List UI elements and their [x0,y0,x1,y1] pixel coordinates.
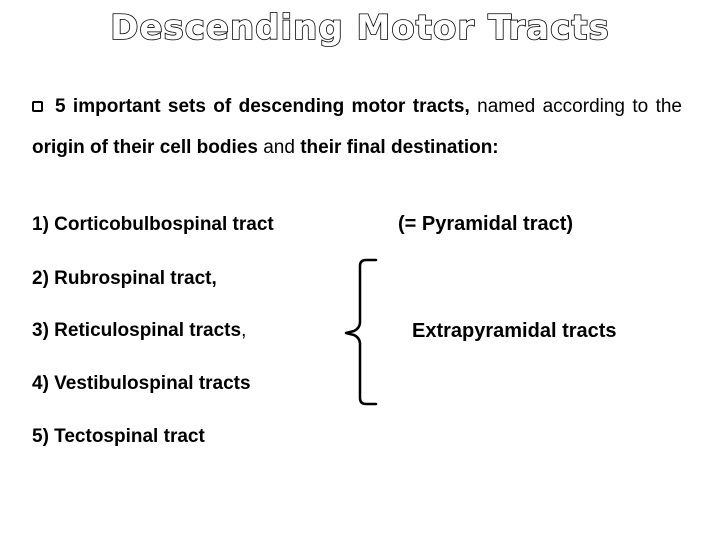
list-item-suffix: , [211,268,217,289]
list-item-label: 1) Corticobulbospinal tract [32,214,274,235]
slide-title: Descending Motor Tracts [109,7,610,49]
list-item-label: 5) Tectospinal tract [32,426,205,447]
list-item-label: 3) Reticulospinal tracts [32,320,242,341]
list-item-rubrospinal: 2) Rubrospinal tract, [32,268,217,290]
list-item-label: 2) Rubrospinal tract [32,268,212,289]
pyramidal-tract-label: (= Pyramidal tract) [398,213,574,235]
curly-brace-icon [344,258,378,406]
list-item-vestibulospinal: 4) Vestibulospinal tracts [32,373,251,395]
intro-text-3: and [257,137,301,158]
intro-paragraph: 5 important sets of descending motor tra… [32,86,682,168]
list-item-reticulospinal: 3) Reticulospinal tracts, [32,320,246,342]
list-item-corticobulbospinal: 1) Corticobulbospinal tract [32,214,274,236]
list-item-suffix: , [241,320,247,341]
intro-bold-origin: origin of their cell bodies [32,137,258,158]
checkbox-bullet-icon [32,101,43,112]
intro-bold-destination: their final destination: [300,137,499,158]
intro-text-2: named according to the [469,96,682,117]
list-item-label: 4) Vestibulospinal tracts [32,373,251,394]
list-item-tectospinal: 5) Tectospinal tract [32,426,205,448]
intro-text-1: 5 important sets of descending motor tra… [55,96,470,117]
extrapyramidal-tracts-label: Extrapyramidal tracts [412,320,617,342]
